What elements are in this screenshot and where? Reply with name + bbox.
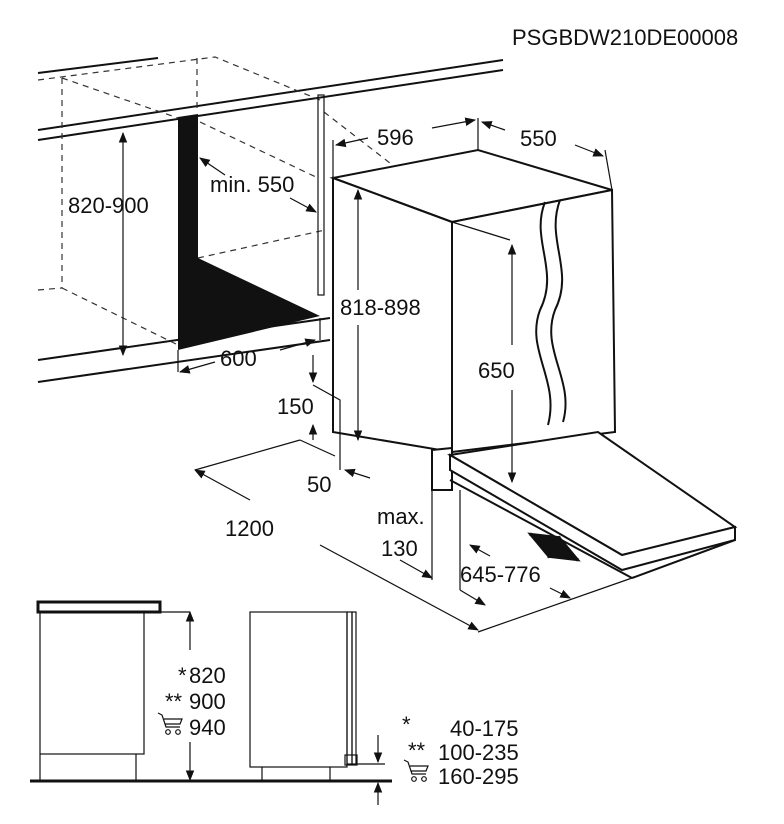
dim-appliance-width: 596: [377, 125, 414, 150]
dim-min-depth: min. 550: [210, 172, 294, 197]
dim-plinth-height: 150: [277, 394, 314, 419]
diagram-code: PSGBDW210DE00008: [512, 25, 738, 50]
height-marker: *: [178, 663, 187, 688]
dim-appliance-height: 818-898: [340, 295, 421, 320]
dim-door-swing: 1200: [225, 516, 274, 541]
side-view-dishwasher: [249, 611, 385, 805]
height-marker: **: [165, 689, 183, 714]
side-view-cabinet: [36, 600, 195, 782]
plinth-ranges: * 40-175 ** 100-235 160-295: [402, 712, 519, 789]
dim-door-height: 650: [478, 358, 515, 383]
side-heights: * 820 ** 900 940: [157, 663, 226, 740]
height-value: 900: [189, 689, 226, 714]
dim-door-panel-range: 645-776: [460, 562, 541, 587]
range-value: 160-295: [438, 764, 519, 789]
kitchen-niche: [37, 56, 504, 383]
dim-niche-width: 600: [220, 346, 257, 371]
range-marker: *: [402, 712, 411, 737]
range-marker: **: [408, 738, 426, 763]
niche-side-wall: [178, 114, 320, 350]
dim-plinth-offset: 50: [307, 472, 331, 497]
dim-niche-height: 820-900: [68, 193, 149, 218]
cart-icon: [403, 759, 429, 782]
dim-max-label: max.: [377, 504, 425, 529]
range-value: 100-235: [438, 740, 519, 765]
height-value: 820: [189, 663, 226, 688]
dim-max-value: 130: [381, 536, 418, 561]
dimension-lines: [118, 117, 633, 633]
range-value: 40-175: [450, 716, 519, 741]
dim-appliance-depth: 550: [520, 126, 557, 151]
dishwasher: [329, 148, 738, 579]
height-value: 940: [189, 715, 226, 740]
cart-icon: [157, 712, 183, 735]
